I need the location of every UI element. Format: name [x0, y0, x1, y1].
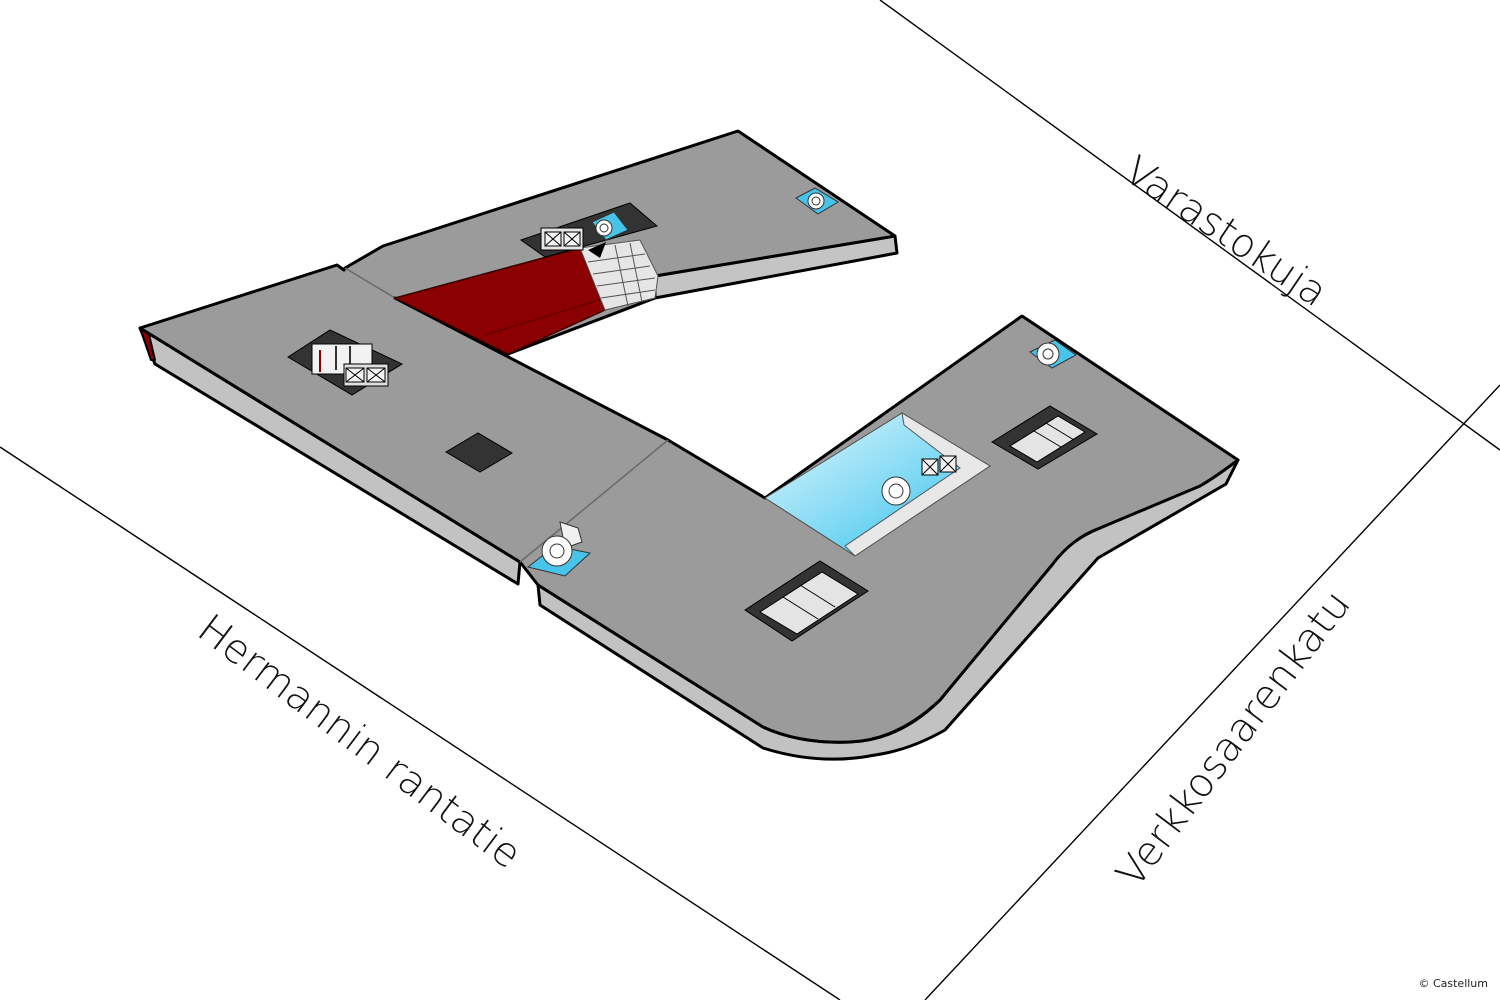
elevator-icon: [544, 231, 581, 247]
divider-left: [344, 267, 396, 299]
building-floor: [138, 129, 1240, 744]
elevator-icon: [345, 367, 386, 383]
stair-icons: [526, 187, 1077, 577]
floor-slab: [138, 129, 1240, 744]
elevator-icons: [345, 231, 957, 476]
stair-icon: [591, 211, 629, 241]
highlighted-space-edge: [484, 299, 601, 336]
entrance-arrow-icon: [588, 242, 606, 258]
street-line-varastokuja: [879, 0, 1500, 451]
copyright-notice: © Castellum: [1418, 977, 1488, 990]
stair-icon: [881, 476, 911, 506]
atrium-ledge: [844, 412, 991, 557]
street-line-hermannin: [0, 446, 841, 1000]
glass-atrium: [764, 412, 991, 557]
stair-icon: [526, 521, 592, 577]
building-walls: [138, 234, 1240, 761]
stair-icon: [1029, 339, 1077, 369]
stair-icon: [795, 187, 839, 215]
elevator-icon: [921, 455, 957, 476]
street-line-verkkosaarenkatu: [924, 384, 1500, 1000]
shaft-square: [445, 432, 513, 473]
